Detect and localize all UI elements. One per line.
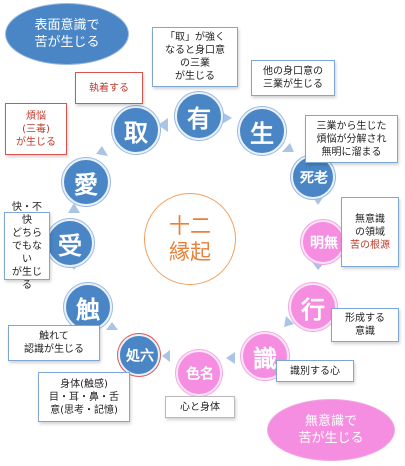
center-twelve-links-circle: 十二 縁起 [144, 193, 236, 285]
node-soku: 触 [64, 283, 112, 331]
center-label-line-2: 縁起 [169, 240, 211, 264]
desc-mumyo-root-of-suffering: 苦の根源 [350, 239, 390, 251]
node-rokusho: 六 処 [118, 334, 160, 376]
arrow-shiki-to-myoshiki [226, 352, 235, 364]
surface-consciousness-note: 表面意識で 苦が生じる [6, 4, 128, 64]
node-gyo: 行 [289, 283, 337, 331]
arrow-ju-to-ai [68, 203, 80, 213]
arrow-ai-to-shu [96, 146, 108, 156]
node-mumyo: 無 明 [301, 220, 345, 264]
arrow-gyo-to-shiki [284, 316, 294, 327]
arrow-u-to-sho [222, 112, 232, 124]
unconscious-note: 無意識で 苦が生じる [268, 400, 394, 460]
desc-shiki: 識別する心 [276, 360, 354, 382]
desc-ju: 快・不快 どちら でもない が生じる [4, 202, 50, 291]
node-ju: 受 [46, 219, 94, 267]
node-shu: 取 [112, 106, 160, 154]
desc-myoshiki: 心と身体 [165, 396, 235, 418]
node-ai: 愛 [62, 158, 110, 206]
arrow-rokusho-to-soku [106, 322, 118, 330]
desc-sho: 他の身口意の 三業が生じる [251, 60, 335, 96]
desc-shu: 執着する [75, 72, 143, 104]
desc-ai: 煩悩 (三毒) が生じる [5, 103, 67, 155]
arrow-shu-to-u [158, 118, 168, 132]
arrow-myoshiki-to-rokusho [162, 350, 170, 362]
desc-mumyo: 無意識 の領域 苦の根源 [341, 197, 399, 267]
node-u: 有 [175, 92, 223, 140]
desc-roshi: 三業から生じた 煩悩が分解され 無明に溜まる [305, 115, 398, 163]
desc-gyo: 形成する 意識 [331, 308, 399, 342]
node-myoshiki: 名 色 [176, 350, 222, 396]
desc-u: 「取」が強く なると身口意 の三業 が生じる [152, 27, 238, 87]
desc-rokusho: 身体(触感) 目・耳・鼻・舌 意(思考・記憶) [38, 372, 130, 422]
node-sho: 生 [238, 107, 286, 155]
center-label-line-1: 十二 [169, 214, 211, 238]
arrow-sho-to-roshi [282, 143, 294, 152]
desc-soku: 触れて 認識が生じる [8, 325, 100, 361]
desc-mumyo-region: 無意識 の領域 [355, 213, 385, 238]
arrow-mumyo-to-gyo [312, 262, 325, 270]
